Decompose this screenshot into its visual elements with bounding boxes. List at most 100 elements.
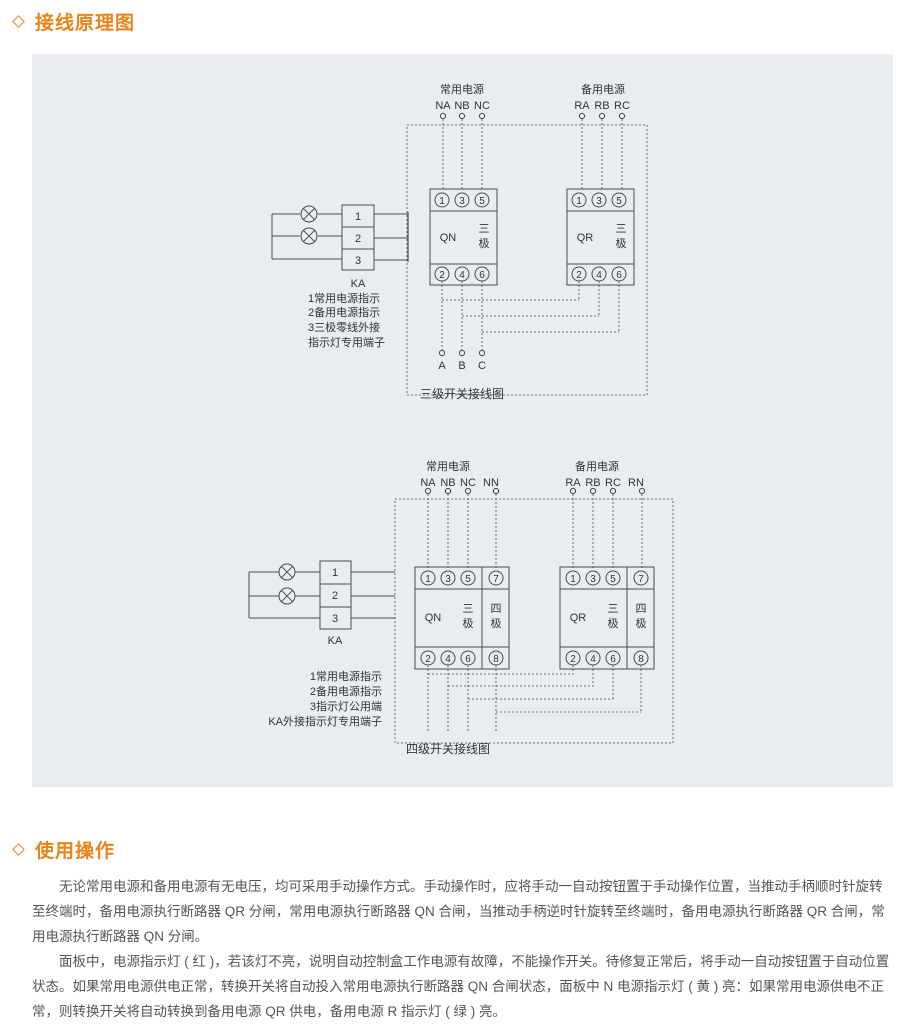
terminal — [478, 112, 486, 120]
ka-relay-block: 1 2 3 KA — [319, 560, 395, 647]
pin-label: 3 — [590, 574, 596, 585]
pin-3 — [454, 192, 470, 208]
ka-label: KA — [328, 635, 343, 647]
pin-label: 2 — [570, 654, 576, 665]
pin-label: 1 — [570, 574, 576, 585]
pin-1 — [565, 570, 581, 586]
indicator-lamp-icon — [278, 587, 296, 605]
pin-label: 6 — [616, 270, 622, 281]
output-label-b: B — [458, 360, 465, 372]
terminal — [609, 487, 617, 495]
usage-description: 无论常用电源和备用电源有无电压，均可采用手动操作方式。手动操作时，应将手动一自动… — [32, 874, 894, 1024]
pin-label: 4 — [445, 654, 451, 665]
pin-label: 5 — [610, 574, 616, 585]
indicator-lamp-icon — [300, 227, 318, 245]
pin-label: 2 — [439, 270, 445, 281]
pole-label: 三 — [608, 603, 619, 615]
four-pole-diagram: 常用电源 备用电源 NA NB NC NN RA RB RC RN — [248, 459, 674, 756]
terminal-label-rn: RN — [628, 477, 644, 489]
indicator-lamp-icon — [300, 205, 318, 223]
note-line: 1常用电源指示 — [308, 291, 380, 305]
terminal — [424, 487, 432, 495]
wiring-diagrams-svg: 常用电源 备用电源 NA NB NC RA RB RC — [248, 82, 674, 756]
terminal — [589, 487, 597, 495]
terminal — [438, 349, 446, 357]
breaker-qn-label: QN — [425, 612, 442, 624]
terminal-label-nb: NB — [454, 100, 469, 112]
terminal-label-nn: NN — [483, 477, 499, 489]
terminal — [464, 487, 472, 495]
pin-3 — [585, 570, 601, 586]
section-header-wiring: 接线原理图 — [12, 8, 135, 35]
backup-source-label: 备用电源 — [575, 459, 619, 473]
pin-1 — [571, 192, 587, 208]
note-line: 3指示灯公用端 — [310, 699, 382, 713]
pin-3 — [440, 570, 456, 586]
terminal — [444, 487, 452, 495]
terminal — [578, 112, 586, 120]
ka-label: KA — [351, 278, 366, 290]
pin-label: 3 — [596, 196, 602, 207]
terminal-label-nc: NC — [460, 477, 476, 489]
ka-row-label: 3 — [355, 255, 361, 267]
pin-label: 6 — [610, 654, 616, 665]
pin-7 — [633, 570, 649, 586]
feed-wires — [427, 494, 643, 568]
output-label-a: A — [438, 360, 446, 372]
usage-paragraph: 无论常用电源和备用电源有无电压，均可采用手动操作方式。手动操作时，应将手动一自动… — [32, 879, 885, 944]
backup-source-label: 备用电源 — [581, 82, 625, 96]
three-pole-diagram: 常用电源 备用电源 NA NB NC RA RB RC — [271, 82, 648, 401]
breaker-qr: 1 3 5 7 QR 三 极 四 极 2 4 6 8 — [559, 566, 655, 670]
pin-5 — [605, 570, 621, 586]
pin-label: 2 — [576, 270, 582, 281]
output-label-c: C — [478, 360, 486, 372]
pole-label: 三 — [479, 223, 490, 235]
feed-wires — [442, 119, 623, 190]
terminal — [618, 112, 626, 120]
note-line: 指示灯专用端子 — [308, 335, 385, 349]
note-line: 1常用电源指示 — [310, 669, 382, 683]
pin-label: 4 — [459, 270, 465, 281]
pin-label: 3 — [459, 196, 465, 207]
pole-label: 极 — [479, 236, 490, 250]
breaker-qr: 1 3 5 QR 三 极 2 4 6 — [566, 188, 635, 286]
terminal-label-nc: NC — [474, 100, 490, 112]
pin-label: 5 — [616, 196, 622, 207]
main-source-label: 常用电源 — [440, 82, 484, 96]
ka-row-label: 2 — [332, 590, 338, 602]
pole-label: 三 — [616, 223, 627, 235]
wiring-diagram-panel: 常用电源 备用电源 NA NB NC RA RB RC — [32, 54, 893, 787]
section-title-usage: 使用操作 — [35, 841, 116, 862]
pin-label: 5 — [479, 196, 485, 207]
pin-label: 1 — [576, 196, 582, 207]
pin-1 — [420, 570, 436, 586]
pole-label: 四 — [491, 603, 502, 615]
pin-label: 2 — [425, 654, 431, 665]
pole-label: 极 — [491, 616, 502, 630]
pin-3 — [591, 192, 607, 208]
pin-label: 7 — [493, 574, 499, 585]
switch-enclosure — [406, 124, 648, 396]
terminal — [458, 349, 466, 357]
main-source-label: 常用电源 — [426, 459, 470, 473]
diamond-bullet-icon — [12, 843, 25, 856]
pin-5 — [474, 192, 490, 208]
terminal-label-nb: NB — [440, 477, 455, 489]
ka-row-label: 1 — [355, 211, 361, 223]
diagram-caption-4pole: 四级开关接线图 — [406, 741, 490, 756]
terminal-label-rc: RC — [605, 477, 621, 489]
pin-5 — [460, 570, 476, 586]
pin-label: 1 — [425, 574, 431, 585]
terminal — [478, 349, 486, 357]
terminal-label-ra: RA — [565, 477, 581, 489]
pin-label: 4 — [596, 270, 602, 281]
note-line: 3三极零线外接 — [308, 320, 380, 334]
source-terminals — [424, 487, 646, 495]
terminal — [439, 112, 447, 120]
breaker-qn: 1 3 5 QN 三 极 2 4 6 — [429, 188, 498, 286]
breaker-qr-label: QR — [577, 232, 594, 244]
indicator-lamps — [248, 563, 320, 619]
terminal — [492, 487, 500, 495]
terminal-label-rb: RB — [594, 100, 609, 112]
terminal-label-na: NA — [420, 477, 436, 489]
